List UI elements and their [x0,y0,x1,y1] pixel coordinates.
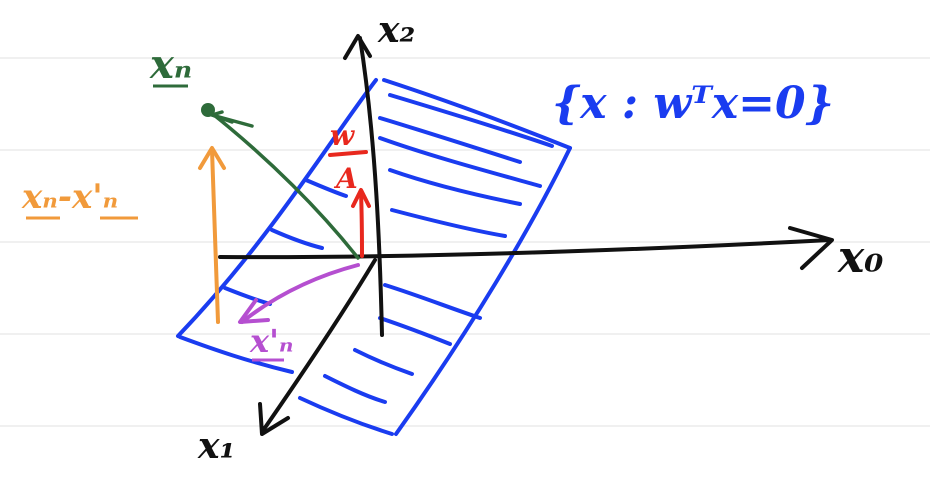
ruled-lines [0,57,930,427]
normal-vector [328,150,371,258]
label-normal-denominator: A [333,162,358,195]
difference-vector-arrowhead [198,146,226,170]
point-vector-shaft [212,113,360,260]
plane-hatch [378,136,542,188]
plane-hatch [383,283,482,320]
label-x0: x₀ [837,232,884,283]
plane-edge-top [382,78,572,150]
normal-vector-fraction-bar [328,150,368,157]
label-difference: xₙ-x'ₙ [21,177,118,217]
projection-vector-arrowhead [238,298,270,324]
difference-vector-shaft [210,148,220,324]
label-x1: x₁ [197,425,235,467]
axes [218,34,834,436]
point-xn-dot [201,103,215,117]
label-projection: x'ₙ [249,322,294,360]
axis-x0-arrowhead [788,226,834,270]
axis-x1 [260,258,377,434]
label-normal-numerator: w [330,119,355,152]
plane-edge-bottom-left [178,335,294,374]
normal-vector-shaft [359,190,364,258]
plane-hatch [378,316,452,346]
normal-vector-arrowhead [351,188,371,208]
plane-edge-left [176,78,378,338]
axis-x2-arrowhead [343,34,372,60]
plane-hatch [270,228,324,250]
plane-hatch [223,286,272,306]
plane-hatch [353,348,414,376]
plane-hatch [304,178,348,198]
plane-hatch [323,374,387,404]
axis-x2 [358,36,384,337]
plane-hatch [378,116,522,164]
projection-vector [238,263,360,324]
hyperplane [176,78,572,436]
label-hyperplane: {x : wᵀx=0} [552,78,834,129]
plane-hatch [390,208,507,238]
difference-vector [198,146,226,324]
projection-vector-shaft [240,263,360,324]
plane-edge-bottom [298,396,394,436]
point-vector-arrowhead-2 [210,113,254,128]
label-x2: x₂ [377,9,415,51]
plane-hatch [388,168,522,206]
label-xn: xₙ [149,41,192,88]
axis-x0 [218,238,832,260]
plane-hatch [388,93,554,148]
axis-x1-arrowhead [258,402,290,436]
plane-edge-right [394,146,572,436]
